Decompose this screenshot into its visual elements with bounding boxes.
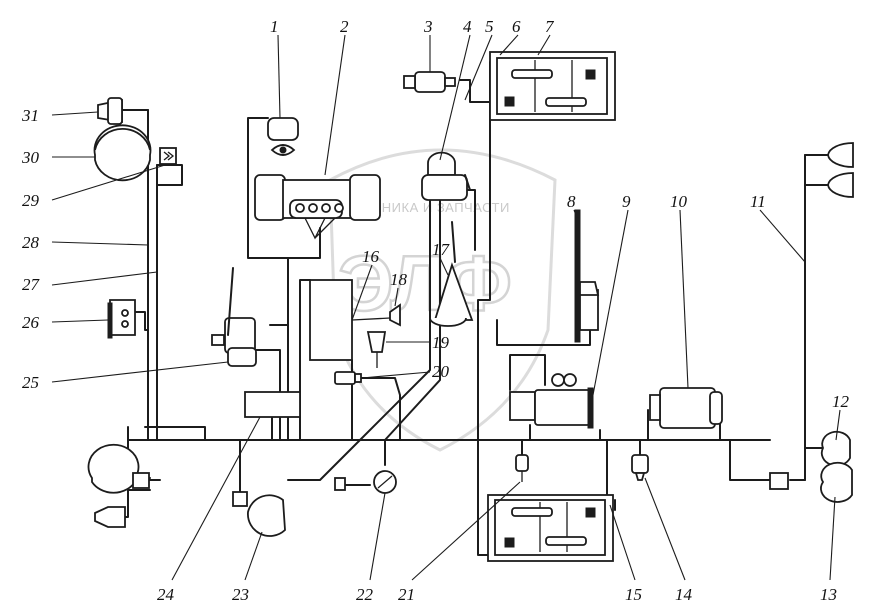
callout-24: 24: [157, 585, 175, 604]
wiper-switch-8: [574, 209, 600, 343]
battery-bottom: [487, 494, 614, 562]
headlight-right-top: [827, 142, 854, 198]
lamp-right-13: [820, 461, 853, 503]
side-light-bottom-left: [94, 506, 126, 528]
callout-4: 4: [463, 17, 472, 36]
callout-11: 11: [750, 192, 766, 211]
callout-17: 17: [432, 240, 451, 259]
callouts: 1 2 3 4 5 6 7 8 9 10 11 12 13 14 15 16 1: [21, 17, 850, 604]
callout-19: 19: [432, 333, 450, 352]
callout-2: 2: [340, 17, 349, 36]
callout-28: 28: [22, 233, 40, 252]
callout-26: 26: [22, 313, 40, 332]
callout-31: 31: [21, 106, 39, 125]
callout-20: 20: [432, 362, 450, 381]
side-light-top-left: [97, 97, 123, 125]
callout-16: 16: [362, 247, 380, 266]
switch-18: [389, 303, 401, 327]
callout-3: 3: [423, 17, 433, 36]
relay-4: [421, 151, 471, 201]
lamp-23: [232, 491, 286, 537]
callout-30: 30: [21, 148, 40, 167]
callout-10: 10: [670, 192, 688, 211]
callout-21: 21: [398, 585, 415, 604]
heater-fan: [267, 117, 299, 156]
cab-lamp-17: [429, 221, 474, 327]
heater: [254, 174, 381, 240]
sensor-21: [515, 454, 529, 482]
callout-6: 6: [512, 17, 521, 36]
callout-14: 14: [675, 585, 693, 604]
watermark: ТЕХНИКА И ЗАПЧАСТИ ЭЛФ: [328, 148, 557, 452]
battery-top: [489, 51, 616, 121]
lamp-right-12: [820, 430, 851, 467]
callout-23: 23: [232, 585, 249, 604]
callout-5: 5: [485, 17, 494, 36]
watermark-text: ТЕХНИКА И ЗАПЧАСТИ: [355, 200, 510, 215]
callout-27: 27: [22, 275, 41, 294]
instrument-panel: [309, 279, 353, 361]
callout-13: 13: [820, 585, 837, 604]
horn-button-19: [366, 331, 387, 368]
watermark-logo: ЭЛФ: [338, 239, 512, 327]
horn-22: [334, 470, 397, 494]
callout-22: 22: [356, 585, 374, 604]
switch-26: [107, 299, 136, 339]
wiper-motor-25: [211, 267, 257, 367]
callout-29: 29: [22, 191, 40, 210]
headlight-bottom-left: [87, 443, 140, 494]
callout-12: 12: [832, 392, 850, 411]
sender-14: [631, 454, 649, 481]
generator: [649, 387, 723, 429]
callout-1: 1: [270, 17, 279, 36]
connector-lower-left: [132, 472, 150, 489]
connector-right: [769, 472, 789, 490]
callout-15: 15: [625, 585, 642, 604]
starter: [509, 373, 594, 429]
sensor-20: [334, 371, 362, 385]
fuse-box-24: [244, 391, 301, 418]
callout-25: 25: [22, 373, 39, 392]
callout-7: 7: [545, 17, 555, 36]
callout-9: 9: [622, 192, 631, 211]
sender-3: [403, 71, 456, 93]
callout-8: 8: [567, 192, 576, 211]
headlight-top-left: [93, 124, 152, 182]
callout-18: 18: [390, 270, 408, 289]
